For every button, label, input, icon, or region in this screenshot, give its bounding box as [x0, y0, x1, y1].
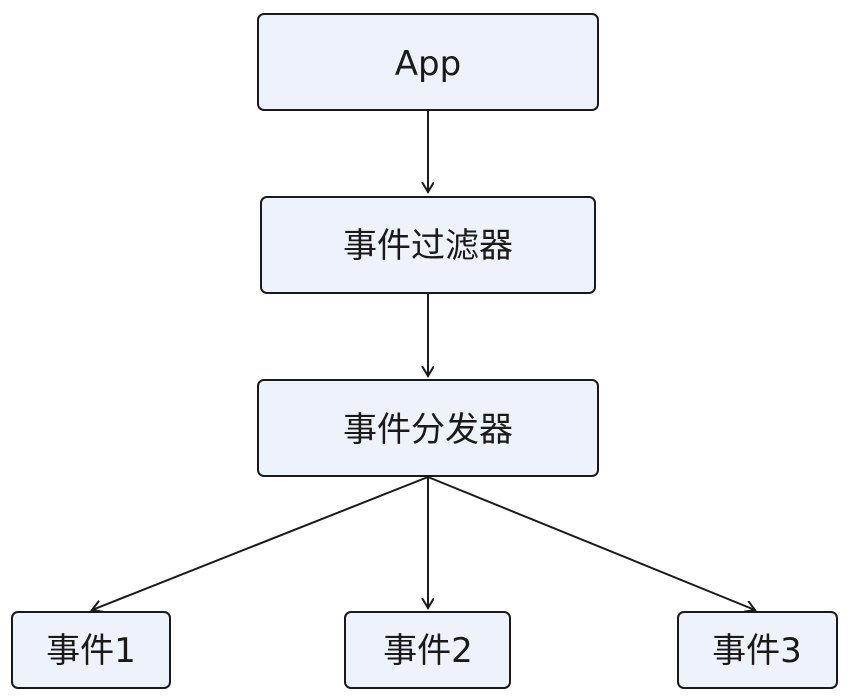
node-event-1: 事件1 [11, 611, 171, 689]
edge-dispatcher-to-event3 [427, 476, 755, 610]
node-app-label: App [395, 44, 461, 84]
node-event-2-label: 事件2 [383, 631, 473, 671]
node-event-dispatcher-box [257, 379, 599, 477]
node-event-1-box [11, 611, 171, 689]
node-event-filter-box [260, 196, 596, 294]
node-event-2: 事件2 [344, 611, 511, 689]
edge-dispatcher-to-event1 [92, 476, 429, 610]
node-app: App [257, 13, 599, 111]
node-event-3-box [677, 611, 838, 689]
node-app-box [257, 13, 599, 111]
node-event-2-box [344, 611, 511, 689]
node-event-3-label: 事件3 [712, 631, 802, 671]
node-event-filter-label: 事件过滤器 [343, 226, 513, 266]
node-event-1-label: 事件1 [46, 631, 136, 671]
node-event-dispatcher-label: 事件分发器 [343, 410, 513, 450]
edges [92, 111, 755, 610]
node-event-filter: 事件过滤器 [260, 196, 596, 294]
node-event-3: 事件3 [677, 611, 838, 689]
node-event-dispatcher: 事件分发器 [257, 379, 599, 477]
